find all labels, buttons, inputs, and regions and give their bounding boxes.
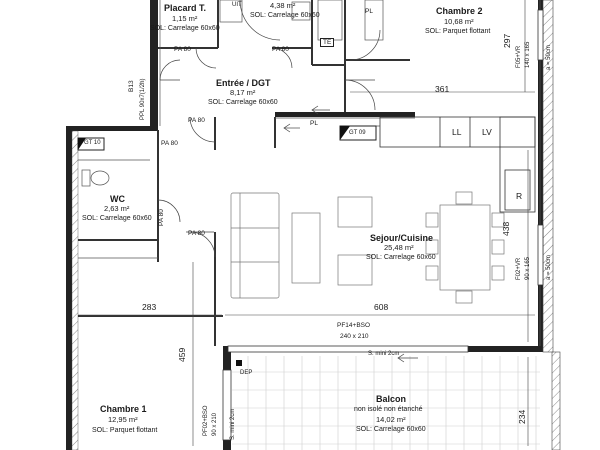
entree-floor: SOL: Carrelage 60x60 [208,99,278,106]
chambre2-floor: SOL: Parquet flottant [425,28,491,35]
toilet [81,169,110,187]
window-f05-type: F05+VR [516,45,522,68]
placard-area: 1,15 m² [172,14,198,23]
dim-283: 283 [142,302,157,312]
window-pf14-size: 240 x 210 [340,333,369,340]
door-label-wc: PA 80 [161,140,178,147]
dim-361: 361 [435,84,450,94]
window-f05-size: 140 x 165 [525,41,531,68]
wc-floor: SOL: Carrelage 60x60 [82,215,152,222]
equip-gt09: GT 09 [349,130,366,136]
chambre1-area: 12,95 m² [108,415,138,424]
placard-name: Placard T. [164,3,207,13]
sejour-area: 25,48 m² [384,243,414,252]
equip-pl-entry: PL [310,120,318,127]
equip-te: TE [320,38,335,48]
window-pf02-type: PF02+BSO [203,405,209,436]
wall-lines [78,0,541,346]
chambre2-area: 10,68 m² [444,17,474,26]
dimension-lines [78,0,535,446]
equip-ppl: PPL 90x7(1/2h) [140,78,146,120]
wc-name: WC [110,194,125,204]
dep-marker [236,360,242,366]
opening-arrows [186,105,418,363]
armchairs [337,196,373,286]
interior-walls [78,0,410,346]
dim-438: 438 [501,221,511,236]
door-label-sdb: PA 80 [272,46,289,53]
window-smini-chambre1: S. mini 2cm [230,408,236,440]
balcony-tile-grid [232,356,540,450]
equip-b13: B13 [128,80,135,92]
window-pf14-type: PF14+BSO [337,322,371,329]
placard-floor: SOL: Carrelage 60x60 [150,25,220,32]
wc-area: 2,63 m² [104,204,130,213]
dim-459: 459 [177,347,187,362]
equip-r: R [516,191,523,201]
sejour-name: Sejour/Cuisine [370,233,434,243]
dim-608: 608 [374,302,389,312]
sofa [230,192,280,299]
sejour-floor: SOL: Carrelage 60x60 [366,254,436,261]
chambre1-floor: SOL: Parquet flottant [92,427,158,434]
equip-pl-bath: PL [365,8,373,15]
equip-lv: LV [482,127,492,137]
entree-area: 8,17 m² [230,88,256,97]
dining-set [425,191,505,304]
window-f02-type: F02+VR [516,257,522,280]
gt09-marker [340,126,350,140]
door-label-wc-top: PA 80 [188,117,205,124]
sdb-floor: SOL: Carrelage 60x60 [250,12,320,19]
equip-uit: UIT [232,2,242,8]
wc-wall-hatch [71,130,79,450]
balcon-note: non isolé non étanché [354,406,423,413]
window-allege-sejour: a = 50cm [546,255,552,280]
chambre1-name: Chambre 1 [100,404,147,414]
balcon-area: 14,02 m² [376,415,406,424]
outer-walls [66,0,543,450]
window-smini-balcony: S. mini 2cm [368,351,400,357]
door-label-placard: PA 80 [174,46,191,53]
chambre2-name: Chambre 2 [436,6,483,16]
window-pf02-size: 90 x 210 [212,412,218,436]
window-allege-chambre2: a = 50cm [546,45,552,70]
coffee-table [291,212,321,284]
kitchen [379,116,536,213]
exterior-wall-hatch [542,0,554,353]
windows [222,9,544,441]
dim-234: 234 [517,409,527,424]
equip-ll: LL [452,127,462,137]
door-label-chambre1: PA 80 [188,230,205,237]
equip-gt10: GT 10 [84,140,101,146]
exterior-wall-hatch-2 [551,351,561,450]
dim-297: 297 [502,33,512,48]
equip-dep: DEP [240,370,253,376]
entree-name: Entrée / DGT [216,78,271,88]
gt10-marker [78,138,86,150]
sdb-area: 4,38 m² [270,1,296,10]
balcon-floor: SOL: Carrelage 60x60 [356,426,426,433]
door-label-wc-side: PA 80 [158,209,165,226]
window-f02-size: 90 x 165 [525,256,531,280]
balcon-name: Balcon [376,394,407,404]
